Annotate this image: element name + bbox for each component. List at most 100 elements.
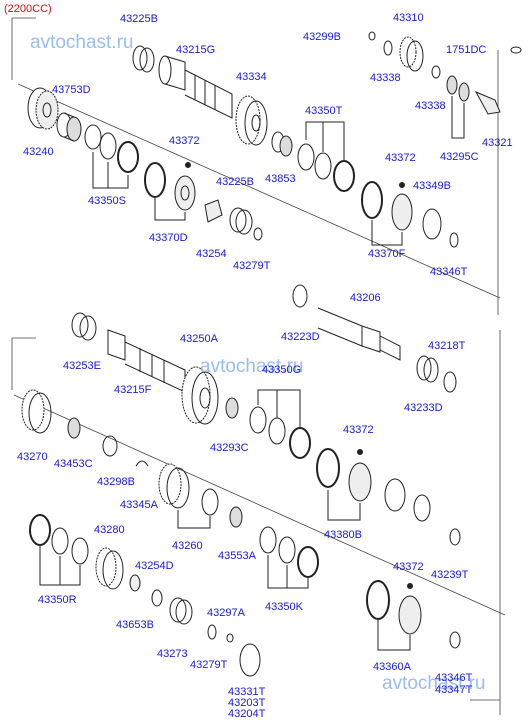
part-label[interactable]: 43215F [114, 384, 152, 396]
part-label[interactable]: 43260 [172, 540, 203, 552]
part-43250A-gear[interactable] [181, 366, 219, 425]
part-43293C-bearing[interactable] [225, 397, 239, 419]
part-43240-gear[interactable] [27, 87, 59, 130]
part-43349B-gear[interactable] [361, 181, 442, 246]
part-43350T-synchro-rings[interactable] [297, 121, 355, 192]
part-43260-gear[interactable] [158, 463, 219, 529]
part-43297A-ring[interactable] [226, 633, 234, 643]
part-43350R-synchro-rings[interactable] [29, 514, 89, 586]
part-43280-gear[interactable] [95, 547, 124, 590]
part-label[interactable]: 43372 [393, 561, 424, 573]
part-label[interactable]: 43239T [431, 569, 469, 581]
part-label[interactable]: 43295C [440, 151, 479, 163]
part-label[interactable]: 43299B [303, 31, 341, 43]
part-43215G-input-shaft[interactable] [158, 55, 233, 119]
part-label[interactable]: 43331T [228, 686, 266, 698]
part-label[interactable]: 43273 [157, 648, 188, 660]
part-label[interactable]: 43321 [482, 137, 513, 149]
part-label[interactable]: 43338 [370, 72, 401, 84]
part-43254D-spacer[interactable] [129, 574, 141, 592]
part-label[interactable]: 43203T [228, 697, 266, 709]
part-label[interactable]: 43453C [54, 458, 93, 470]
part-label[interactable]: 43350K [265, 601, 303, 613]
part-label[interactable]: 43553A [218, 550, 256, 562]
part-label[interactable]: 43360A [373, 661, 411, 673]
part-label[interactable]: 43350T [305, 105, 343, 117]
part-43346T-ring-lower[interactable] [449, 631, 461, 649]
part-label[interactable]: 43380B [324, 529, 362, 541]
part-43215F-output-shaft[interactable] [107, 329, 186, 393]
part-label[interactable]: 43338 [415, 100, 446, 112]
part-43346T-snap-ring[interactable] [449, 232, 459, 248]
part-43273-bearing[interactable] [169, 597, 193, 625]
part-43218T-ring[interactable] [443, 371, 457, 393]
part-label[interactable]: 43370F [368, 248, 406, 260]
part-label[interactable]: 43297A [207, 607, 245, 619]
part-43350K-synchro-rings[interactable] [259, 526, 319, 589]
part-label[interactable]: 43753D [52, 84, 91, 96]
part-label[interactable]: 43218T [428, 340, 466, 352]
part-label[interactable]: 43280 [94, 524, 125, 536]
part-label[interactable]: 43233D [404, 402, 443, 414]
part-label[interactable]: 43346T [430, 266, 468, 278]
part-label[interactable]: 43204T [228, 708, 266, 720]
part-label[interactable]: 43253E [63, 360, 101, 372]
part-43321-reverse-shaft[interactable] [474, 90, 501, 115]
part-label[interactable]: 43346T [435, 672, 473, 684]
part-43253E-bearing[interactable] [71, 312, 97, 341]
part-label[interactable]: 43215G [176, 44, 216, 56]
part-label[interactable]: 43279T [190, 659, 228, 671]
part-label[interactable]: 43310 [393, 12, 424, 24]
part-43206-shaft[interactable] [292, 284, 401, 361]
part-43338-washer[interactable] [383, 40, 393, 56]
part-label[interactable]: 43240 [23, 146, 54, 158]
part-43350S-synchro-rings[interactable] [84, 124, 139, 189]
part-label[interactable]: 43372 [385, 152, 416, 164]
part-label[interactable]: 43349B [413, 180, 451, 192]
part-label[interactable]: 43334 [236, 71, 267, 83]
part-43225B-bearing-lower[interactable] [229, 207, 253, 235]
part-label[interactable]: 43345A [120, 499, 158, 511]
part-label[interactable]: 43225B [120, 13, 158, 25]
part-43279T-ring-lower[interactable] [207, 624, 217, 640]
part-1751DC-washer[interactable] [510, 46, 522, 54]
part-43553A-bearing[interactable] [229, 506, 243, 528]
part-label[interactable]: 43853 [265, 173, 296, 185]
part-43334-gear[interactable] [235, 95, 268, 146]
part-label[interactable]: 43206 [350, 292, 381, 304]
part-43360A-synchro-assembly[interactable] [366, 580, 422, 651]
part-43338-washer-2[interactable] [431, 65, 441, 79]
part-label[interactable]: 1751DC [446, 44, 487, 56]
part-label[interactable]: 43372 [343, 424, 374, 436]
part-label[interactable]: 43279T [233, 260, 271, 272]
part-43370D-synchro-assembly[interactable] [144, 162, 196, 221]
part-43380B-synchro-assembly[interactable] [316, 448, 431, 522]
part-43279T-snap-ring[interactable] [253, 227, 263, 241]
part-label[interactable]: 43293C [210, 442, 249, 454]
part-43310-gear[interactable] [399, 36, 424, 72]
part-43345A-clip[interactable] [135, 460, 149, 467]
part-label[interactable]: 43372 [169, 135, 200, 147]
part-43331T-shim[interactable] [239, 643, 261, 677]
part-43299B-ring[interactable] [368, 31, 376, 41]
part-43254-spacer[interactable] [204, 199, 223, 223]
part-43453C-bearing[interactable] [67, 417, 81, 439]
part-label[interactable]: 43270 [17, 451, 48, 463]
part-label[interactable]: 43350R [38, 594, 77, 606]
part-label[interactable]: 43254D [135, 560, 174, 572]
part-label[interactable]: 43223D [281, 331, 320, 343]
part-label[interactable]: 43350S [88, 195, 126, 207]
part-label[interactable]: 43225B [216, 176, 254, 188]
part-43298B-ring[interactable] [102, 435, 118, 457]
part-43239T-ring[interactable] [449, 528, 461, 546]
part-label[interactable]: 43370D [149, 232, 188, 244]
part-label[interactable]: 43653B [116, 619, 154, 631]
part-43233D-bearing[interactable] [416, 355, 439, 383]
part-label[interactable]: 43298B [97, 476, 135, 488]
part-label[interactable]: 43350G [262, 364, 302, 376]
part-43225B-bearing[interactable] [132, 45, 155, 73]
part-43853-bearing[interactable] [271, 131, 293, 157]
part-43653B-washer[interactable] [151, 589, 163, 607]
part-43295C-bearings[interactable] [446, 75, 470, 139]
part-43270-gear[interactable] [21, 389, 52, 434]
